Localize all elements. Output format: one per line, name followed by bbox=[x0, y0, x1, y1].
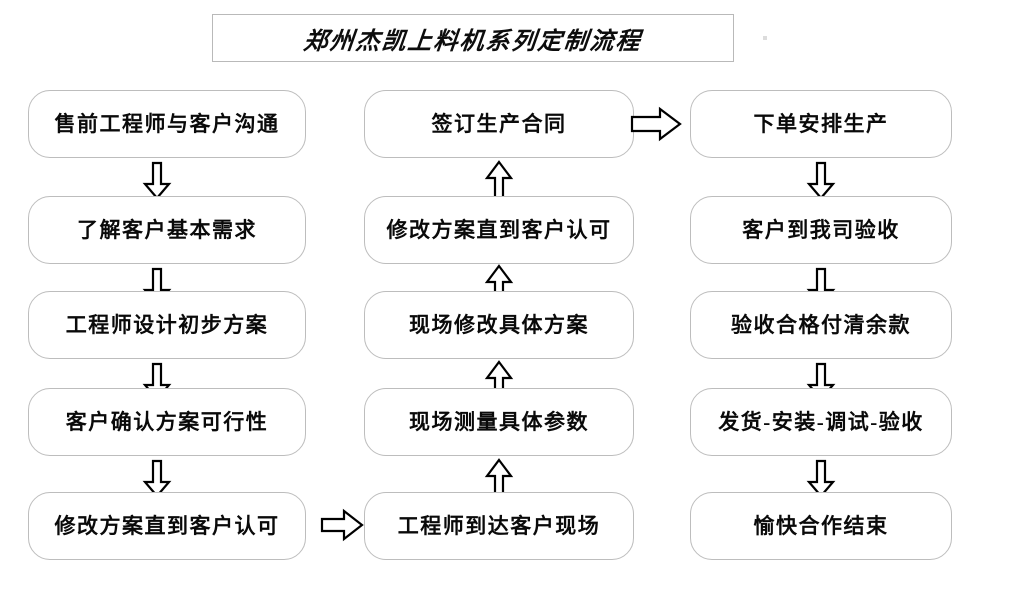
node-label: 修改方案直到客户认可 bbox=[386, 217, 612, 242]
node-understand-customer-needs[interactable]: 了解客户基本需求 bbox=[28, 196, 306, 264]
node-presales-engineer-communication[interactable]: 售前工程师与客户沟通 bbox=[28, 90, 306, 158]
arrow-down-icon bbox=[806, 161, 836, 200]
node-onsite-measure-parameters[interactable]: 现场测量具体参数 bbox=[364, 388, 634, 456]
node-label: 发货-安装-调试-验收 bbox=[718, 409, 924, 434]
image-artifact-speck bbox=[763, 36, 767, 40]
node-label: 下单安排生产 bbox=[753, 111, 889, 136]
node-customer-confirm-feasibility[interactable]: 客户确认方案可行性 bbox=[28, 388, 306, 456]
node-pleasant-cooperation-end[interactable]: 愉快合作结束 bbox=[690, 492, 952, 560]
node-sign-production-contract[interactable]: 签订生产合同 bbox=[364, 90, 634, 158]
node-label: 签订生产合同 bbox=[431, 111, 567, 136]
node-customer-inspection-at-factory[interactable]: 客户到我司验收 bbox=[690, 196, 952, 264]
node-engineer-arrives-onsite[interactable]: 工程师到达客户现场 bbox=[364, 492, 634, 560]
node-engineer-initial-design[interactable]: 工程师设计初步方案 bbox=[28, 291, 306, 359]
node-ship-install-commission-accept[interactable]: 发货-安装-调试-验收 bbox=[690, 388, 952, 456]
node-revise-plan-until-approved-middle[interactable]: 修改方案直到客户认可 bbox=[364, 196, 634, 264]
node-label: 客户到我司验收 bbox=[742, 217, 900, 242]
node-label: 现场测量具体参数 bbox=[409, 409, 589, 434]
node-label: 工程师设计初步方案 bbox=[65, 312, 269, 337]
arrow-down-icon bbox=[806, 459, 836, 498]
node-revise-plan-until-approved-left[interactable]: 修改方案直到客户认可 bbox=[28, 492, 306, 560]
chart-title: 郑州杰凯上料机系列定制流程 bbox=[302, 28, 643, 55]
arrow-right-icon bbox=[630, 106, 682, 142]
arrow-down-icon bbox=[142, 161, 172, 200]
node-pay-balance-after-acceptance[interactable]: 验收合格付清余款 bbox=[690, 291, 952, 359]
node-label: 修改方案直到客户认可 bbox=[54, 513, 280, 538]
node-place-order-schedule-production[interactable]: 下单安排生产 bbox=[690, 90, 952, 158]
node-label: 愉快合作结束 bbox=[753, 513, 889, 538]
node-label: 了解客户基本需求 bbox=[77, 217, 257, 242]
node-label: 现场修改具体方案 bbox=[409, 312, 589, 337]
node-label: 客户确认方案可行性 bbox=[65, 409, 269, 434]
arrow-down-icon bbox=[142, 459, 172, 498]
node-label: 售前工程师与客户沟通 bbox=[54, 111, 280, 136]
node-label: 工程师到达客户现场 bbox=[397, 513, 601, 538]
chart-title-box: 郑州杰凯上料机系列定制流程 bbox=[212, 14, 734, 62]
arrow-right-icon bbox=[320, 508, 364, 542]
node-label: 验收合格付清余款 bbox=[731, 312, 911, 337]
node-onsite-revise-detailed-plan[interactable]: 现场修改具体方案 bbox=[364, 291, 634, 359]
